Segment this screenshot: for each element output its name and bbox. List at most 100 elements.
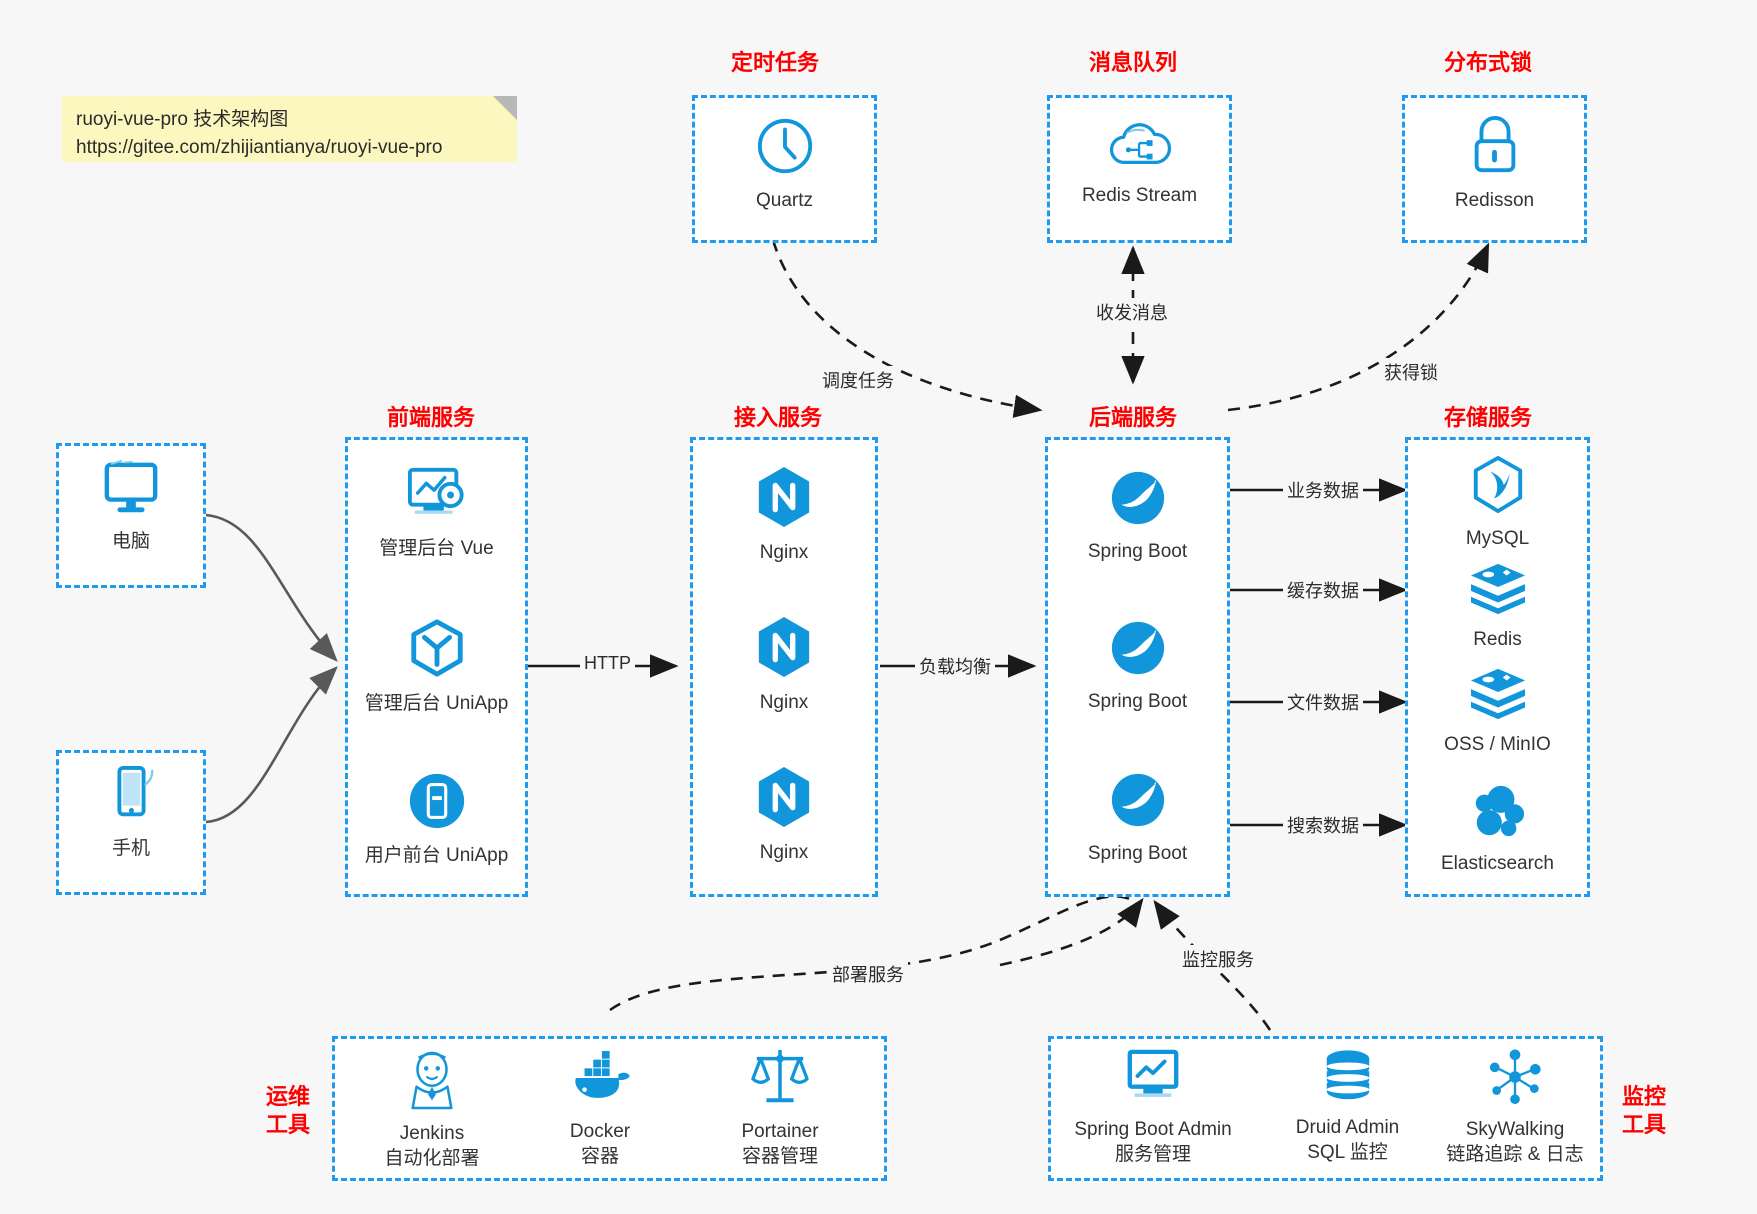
uniapp-hexagon-icon [406, 618, 468, 685]
node-redis-stream[interactable]: Redis Stream [1047, 118, 1232, 209]
oss-minio-icon [1467, 665, 1529, 726]
lock-icon [1466, 115, 1524, 182]
node-label: Redis Stream [1081, 185, 1198, 206]
database-icon [1319, 1048, 1377, 1109]
edge-label-acquire-lock: 获得锁 [1380, 358, 1442, 386]
edge-label-file-data: 文件数据 [1283, 688, 1363, 716]
nginx-icon [755, 765, 813, 834]
edge-label-cache-data: 缓存数据 [1283, 576, 1363, 604]
node-user-uniapp[interactable]: 用户前台 UniApp [345, 770, 528, 869]
node-label: MySQL [1465, 528, 1530, 549]
node-label: Jenkins [399, 1123, 465, 1144]
group-title-distributed-lock: 分布式锁 [1443, 50, 1532, 75]
note-fold-corner [493, 96, 517, 120]
node-label: Spring Boot [1087, 843, 1188, 864]
cloud-network-icon [1107, 118, 1173, 177]
node-nginx-1[interactable]: Nginx [690, 465, 878, 566]
node-computer[interactable]: 电脑 [56, 460, 206, 555]
node-admin-uniapp[interactable]: 管理后台 UniApp [345, 618, 528, 717]
edge-label-schedule-task: 调度任务 [818, 366, 898, 394]
edge-label-monitor-service: 监控服务 [1178, 945, 1258, 973]
node-docker[interactable]: Docker 容器 [520, 1050, 680, 1169]
node-nginx-3[interactable]: Nginx [690, 765, 878, 866]
group-title-message-queue: 消息队列 [1088, 50, 1177, 75]
nginx-icon [755, 615, 813, 684]
group-box-monitor-tools [1048, 1036, 1603, 1181]
node-label: 管理后台 Vue [379, 538, 494, 559]
node-redis[interactable]: Redis [1405, 560, 1590, 653]
clock-icon [754, 115, 816, 182]
node-label: Redisson [1454, 190, 1535, 211]
group-title-scheduled-task: 定时任务 [730, 50, 819, 75]
jenkins-icon [403, 1048, 461, 1115]
node-label: Portainer [741, 1121, 819, 1142]
node-label: 手机 [111, 838, 150, 859]
diagram-note: ruoyi-vue-pro 技术架构图 https://gitee.com/zh… [62, 96, 517, 162]
node-label: Nginx [759, 842, 809, 863]
node-quartz[interactable]: Quartz [692, 115, 877, 214]
node-admin-vue[interactable]: 管理后台 Vue [345, 465, 528, 562]
node-label: Nginx [759, 692, 809, 713]
node-label: Quartz [755, 190, 814, 211]
node-label: 用户前台 UniApp [364, 845, 509, 866]
node-label: Elasticsearch [1441, 853, 1554, 874]
node-phone[interactable]: 手机 [56, 765, 206, 862]
edge-label-search-data: 搜索数据 [1283, 811, 1363, 839]
skywalking-icon [1486, 1048, 1544, 1111]
node-label: Druid Admin [1295, 1117, 1400, 1138]
node-portainer[interactable]: Portainer 容器管理 [700, 1046, 860, 1169]
node-label: 管理后台 UniApp [364, 693, 509, 714]
spring-boot-icon [1108, 618, 1168, 683]
group-title-monitor-tools: 监控 工具 [1621, 1084, 1666, 1137]
edge-label-http: HTTP [580, 652, 635, 675]
group-title-backend-service: 后端服务 [1088, 405, 1177, 430]
node-spring-boot-3[interactable]: Spring Boot [1045, 770, 1230, 867]
mysql-icon [1469, 455, 1527, 520]
node-oss-minio[interactable]: OSS / MinIO [1405, 665, 1590, 758]
edge-label-load-balance: 负载均衡 [915, 652, 995, 680]
node-druid-admin[interactable]: Druid Admin SQL 监控 [1260, 1048, 1435, 1165]
node-elasticsearch[interactable]: Elasticsearch [1405, 782, 1590, 877]
node-spring-boot-1[interactable]: Spring Boot [1045, 468, 1230, 565]
node-label: Spring Boot [1087, 541, 1188, 562]
phone-icon [100, 765, 162, 830]
node-spring-boot-admin[interactable]: Spring Boot Admin 服务管理 [1058, 1048, 1248, 1167]
node-spring-boot-2[interactable]: Spring Boot [1045, 618, 1230, 715]
node-nginx-2[interactable]: Nginx [690, 615, 878, 716]
group-title-ops-tools: 运维 工具 [265, 1084, 310, 1137]
node-mysql[interactable]: MySQL [1405, 455, 1590, 552]
node-skywalking[interactable]: SkyWalking 链路追踪 & 日志 [1425, 1048, 1605, 1167]
node-jenkins[interactable]: Jenkins 自动化部署 [352, 1048, 512, 1171]
node-label: 电脑 [111, 531, 150, 552]
mobile-app-icon [406, 770, 468, 837]
portainer-scale-icon [749, 1046, 811, 1113]
group-title-frontend-service: 前端服务 [386, 405, 475, 430]
node-sublabel: 自动化部署 [384, 1147, 480, 1169]
node-sublabel: 容器 [580, 1145, 619, 1167]
redis-icon [1467, 560, 1529, 621]
group-box-message-queue [1047, 95, 1232, 243]
node-label: Spring Boot [1087, 691, 1188, 712]
node-label: OSS / MinIO [1444, 734, 1551, 755]
spring-boot-icon [1108, 770, 1168, 835]
edge-label-send-receive-message: 收发消息 [1092, 298, 1172, 326]
node-sublabel: SQL 监控 [1307, 1141, 1388, 1163]
dashboard-gear-icon [404, 465, 470, 530]
note-url: https://gitee.com/zhijiantianya/ruoyi-vu… [76, 136, 443, 158]
elasticsearch-icon [1468, 782, 1528, 845]
node-redisson[interactable]: Redisson [1402, 115, 1587, 214]
monitor-icon [100, 460, 162, 523]
group-title-storage-service: 存储服务 [1443, 405, 1532, 430]
edge-label-deploy-service: 部署服务 [828, 960, 908, 988]
group-title-access-service: 接入服务 [733, 405, 822, 430]
node-label: SkyWalking [1465, 1119, 1565, 1140]
node-label: Redis [1473, 629, 1522, 650]
node-sublabel: 链路追踪 & 日志 [1446, 1143, 1584, 1165]
monitor-chart-icon [1122, 1048, 1184, 1111]
node-sublabel: 服务管理 [1114, 1143, 1191, 1165]
docker-icon [568, 1050, 632, 1113]
note-title: ruoyi-vue-pro 技术架构图 [76, 109, 289, 130]
spring-boot-icon [1108, 468, 1168, 533]
node-label: Docker [569, 1121, 631, 1142]
